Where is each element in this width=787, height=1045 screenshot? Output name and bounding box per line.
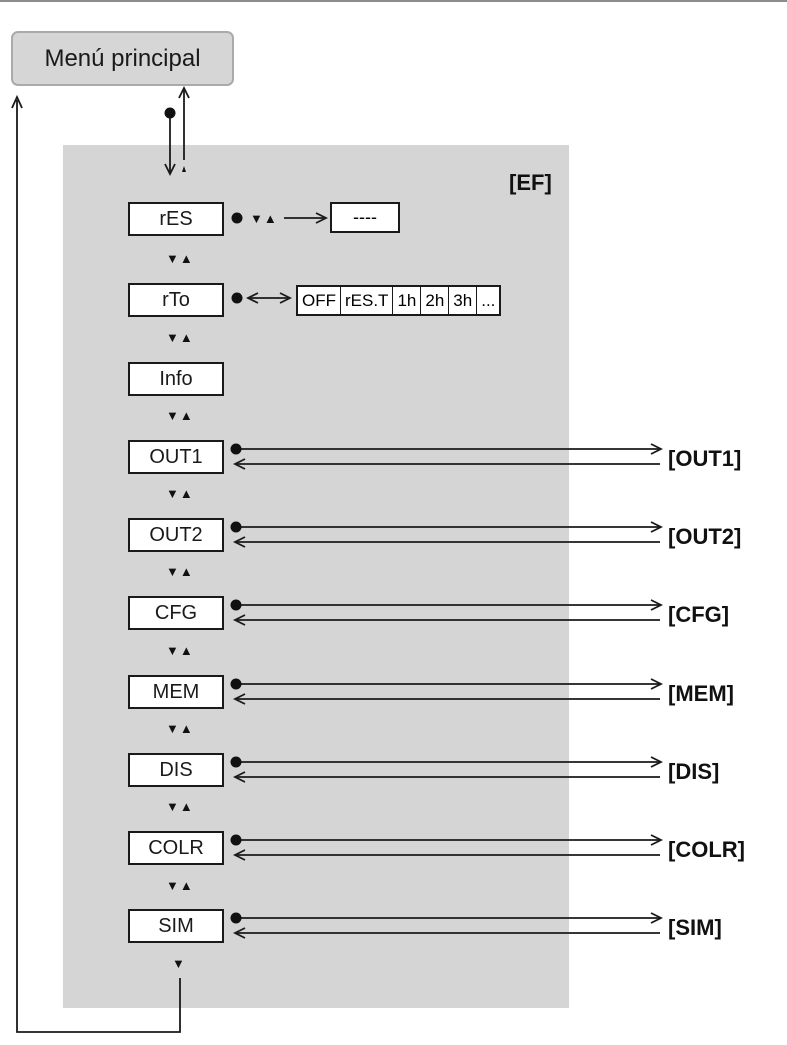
return-loop-line <box>16 100 181 1033</box>
step-dis[interactable]: DIS <box>128 753 224 787</box>
res-arrowhead <box>315 212 329 224</box>
rto-option[interactable]: OFF <box>302 290 336 310</box>
submenu-connector <box>232 756 664 783</box>
entry-dot <box>164 107 176 119</box>
nav-triangles: ▼▲ <box>166 408 194 423</box>
up-triangle-icon <box>182 166 186 172</box>
rto-options: OFF rES.T 1h 2h 3h ... <box>296 285 502 316</box>
submenu-connector <box>232 521 664 548</box>
select-dot <box>231 292 243 304</box>
rto-arrowhead-right <box>279 292 293 304</box>
target-sim: [SIM] <box>668 915 722 940</box>
nav-triangles: ▼▲ <box>166 799 194 814</box>
rto-option[interactable]: ... <box>476 287 499 314</box>
select-dot <box>230 599 242 611</box>
select-dot <box>230 756 242 768</box>
target-dis: [DIS] <box>668 759 720 784</box>
nav-triangles: ▼▲ <box>166 878 194 893</box>
submenu-connector <box>232 443 664 470</box>
submenu-connector <box>232 834 664 861</box>
main-menu-button[interactable]: Menú principal <box>11 31 234 86</box>
nav-triangles: ▼▲ <box>166 564 194 579</box>
nav-triangles: ▼▲ <box>166 643 194 658</box>
res-value-box: ---- <box>330 202 400 233</box>
select-dot <box>230 521 242 533</box>
select-dot <box>230 443 242 455</box>
step-cfg[interactable]: CFG <box>128 596 224 630</box>
step-sim[interactable]: SIM <box>128 909 224 943</box>
nav-triangles: ▼▲ <box>166 486 194 501</box>
ef-panel-label: [EF] <box>509 170 552 195</box>
target-out2: [OUT2] <box>668 524 742 549</box>
rto-option[interactable]: rES.T <box>340 287 392 314</box>
target-colr: [COLR] <box>668 837 745 862</box>
step-res[interactable]: rES <box>128 202 224 236</box>
select-dot <box>230 678 242 690</box>
target-cfg: [CFG] <box>668 602 730 627</box>
target-out1: [OUT1] <box>668 446 742 471</box>
nav-triangles: ▼▲ <box>166 330 194 345</box>
nav-triangles: ▼▲ <box>166 721 194 736</box>
exit-arrowhead <box>178 85 190 99</box>
submenu-connector <box>232 678 664 705</box>
submenu-connector <box>232 599 664 626</box>
submenu-connector <box>232 912 664 939</box>
entry-arrowhead <box>164 163 176 177</box>
step-out1[interactable]: OUT1 <box>128 440 224 474</box>
step-mem[interactable]: MEM <box>128 675 224 709</box>
step-colr[interactable]: COLR <box>128 831 224 865</box>
select-dot <box>231 212 243 224</box>
rto-option[interactable]: 1h <box>392 287 420 314</box>
nav-triangles: ▼▲ <box>166 251 194 266</box>
target-mem: [MEM] <box>668 681 734 706</box>
res-nav-triangles: ▼▲ <box>250 211 278 226</box>
nav-down-triangle: ▼ <box>172 956 186 971</box>
rto-option[interactable]: 3h <box>448 287 476 314</box>
select-dot <box>230 912 242 924</box>
return-loop-arrowhead <box>11 94 23 109</box>
step-info[interactable]: Info <box>128 362 224 396</box>
select-dot <box>230 834 242 846</box>
step-out2[interactable]: OUT2 <box>128 518 224 552</box>
rto-option[interactable]: 2h <box>420 287 448 314</box>
top-rule <box>0 0 787 2</box>
rto-arrowhead-left <box>245 292 259 304</box>
step-rto[interactable]: rTo <box>128 283 224 317</box>
